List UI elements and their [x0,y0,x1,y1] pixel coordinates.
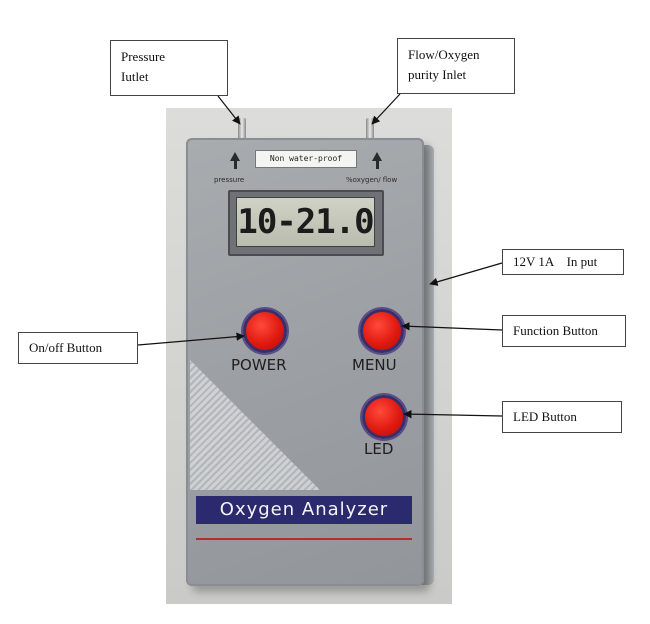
red-divider-line [196,538,412,540]
onoff-leader-line [137,332,245,346]
power-button-label: POWER [231,356,287,374]
led-leader-line [403,409,503,419]
power-button[interactable] [243,309,287,353]
callout-onoff-button: On/off Button [18,332,138,364]
callout-flow-line2: purity Inlet [408,67,467,82]
menu-button-label: MENU [352,356,397,374]
led-button-label: LED [364,440,394,458]
callout-pressure-line2: Iutlet [121,69,149,84]
menu-button[interactable] [360,309,404,353]
pressure-outlet-port [238,118,246,140]
callout-function-button: Function Button [502,315,626,347]
callout-led-button: LED Button [502,401,622,433]
pressure-leader-line [217,95,241,125]
flow-leader-line [371,93,401,125]
pressure-arrow-icon [230,152,240,161]
input-leader-line [429,262,503,286]
lcd-display: 10-21.0 [236,197,375,247]
oxygen-arrow-stem [375,161,379,169]
callout-flow-inlet: Flow/Oxygen purity Inlet [397,38,515,94]
brand-label: Oxygen Analyzer [196,496,412,524]
pressure-arrow-stem [233,161,237,169]
callout-pressure-line1: Pressure [121,49,166,64]
callout-pressure-outlet: Pressure Iutlet [110,40,228,96]
oxygen-port-label: %oxygen/ flow [346,176,398,184]
oxygen-arrow-icon [372,152,382,161]
callout-flow-line1: Flow/Oxygen [408,47,480,62]
flow-inlet-port [366,118,374,140]
pressure-port-label: pressure [214,176,245,184]
non-waterproof-tag: Non water-proof [255,150,357,168]
function-leader-line [401,322,503,331]
callout-power-input: 12V 1A In put [502,249,624,275]
